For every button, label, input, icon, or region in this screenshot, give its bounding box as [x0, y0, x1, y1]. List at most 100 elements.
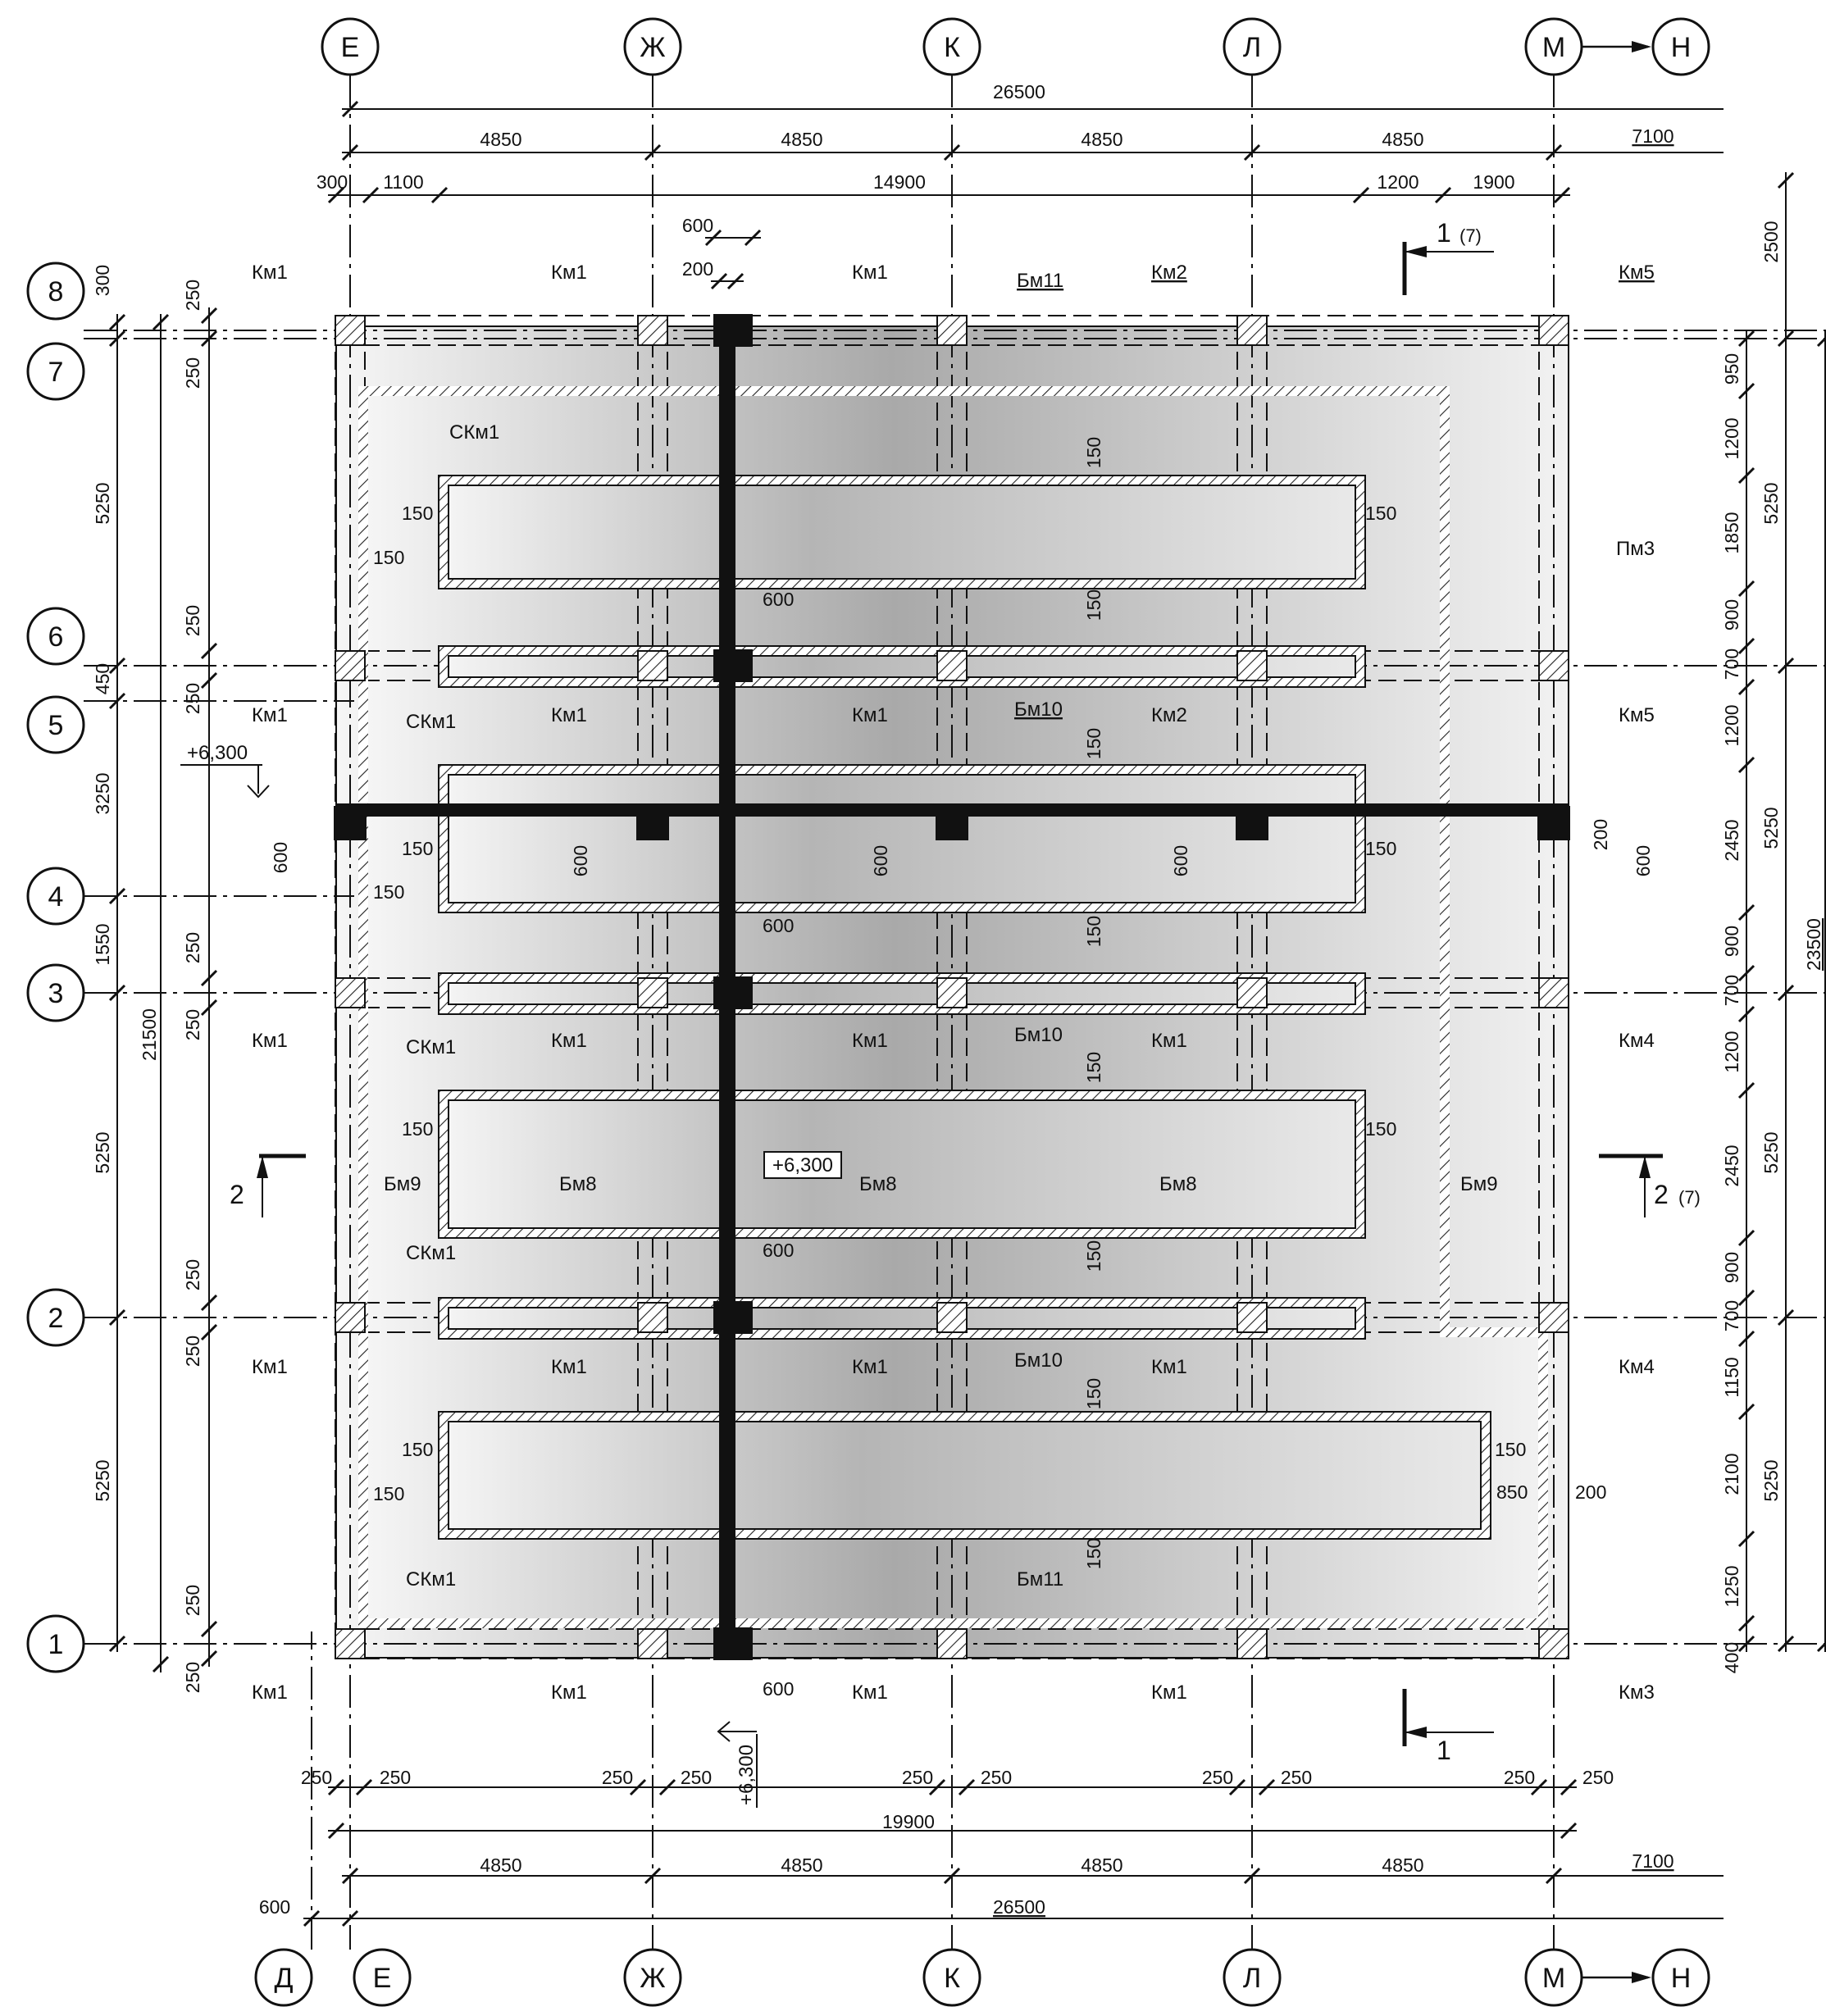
mark-skm1: СКм1: [406, 1568, 456, 1591]
dim-beam-600: 600: [763, 915, 794, 936]
dim-left-outer: 1550: [92, 923, 113, 965]
dim-right-mid: 5250: [1760, 482, 1782, 524]
svg-text:М: М: [1542, 1963, 1565, 1994]
dim-right-inner: 2450: [1721, 1145, 1742, 1186]
dim-left-pair: 250: [182, 1259, 203, 1290]
dim-top-span: 4850: [1081, 129, 1122, 150]
mark-km3: Км3: [1619, 1682, 1655, 1704]
column-km: [936, 315, 968, 346]
mark-km1: Км1: [252, 1356, 288, 1378]
dimension-tick: [200, 999, 218, 1017]
dimension-tick: [1737, 1229, 1755, 1247]
svg-text:8: 8: [48, 276, 64, 307]
column-km: [1538, 1302, 1569, 1333]
steel-column: [334, 806, 367, 840]
dimension-tick: [1816, 1641, 1826, 1653]
svg-text:М: М: [1542, 32, 1565, 63]
section-2-right: 2: [1654, 1180, 1669, 1209]
dimension-tick: [943, 143, 961, 162]
opening: [448, 655, 1356, 678]
dimension-tick: [108, 330, 126, 348]
dimension-tick: [1816, 335, 1826, 348]
opening: [448, 1421, 1482, 1530]
dimension-tick: [1737, 964, 1755, 982]
dim-150: 150: [373, 547, 404, 568]
elevation-center-box: [763, 1151, 842, 1179]
dim-left-pair: 250: [182, 683, 203, 714]
thickness-labels: 150 150 150 150 150 150 150 150 150 150 …: [373, 437, 1526, 1569]
dimension-tick: [341, 1909, 359, 1927]
dim-left-pair: 250: [182, 932, 203, 963]
steel-column: [713, 649, 753, 682]
dim-bottom-pair: 250: [1504, 1767, 1535, 1788]
dim-bottom-pair: 250: [301, 1767, 332, 1788]
dim-bottom-tail: 7100: [1632, 1850, 1673, 1872]
dimension-tick: [108, 692, 126, 710]
dim-beam-600: 600: [763, 1240, 794, 1261]
dimension-tick: [744, 229, 762, 247]
dim-left-outer: 5250: [92, 482, 113, 524]
dim-bottom-total: 26500: [993, 1896, 1045, 1918]
mark-bm10: Бм10: [1014, 699, 1063, 721]
column-km: [936, 1628, 968, 1659]
dim-bottom-pair: 250: [681, 1767, 712, 1788]
mark-pm3: Пм3: [1616, 538, 1655, 560]
column-km: [1236, 650, 1268, 681]
column-km: [637, 1302, 668, 1333]
dimension-tick: [1737, 466, 1755, 485]
axis-bubble-8: 8: [26, 262, 85, 321]
dimension-tick: [200, 642, 218, 660]
dim-top-sub: 1900: [1473, 171, 1514, 193]
dim-top-small: 200: [682, 258, 713, 280]
mark-skm1: СКм1: [406, 1036, 456, 1058]
column-km: [936, 1302, 968, 1333]
dimension-tick: [1243, 1867, 1261, 1885]
dimension-tick: [1560, 1822, 1578, 1840]
dimension-tick: [644, 143, 662, 162]
dimension-tick: [1545, 1867, 1563, 1885]
dimension-tick: [200, 307, 218, 325]
dim-bottom-span: 4850: [480, 1854, 521, 1876]
column-km: [936, 650, 968, 681]
opening: [448, 982, 1356, 1005]
dimension-tick: [200, 330, 218, 348]
mark-bm8: Бм8: [1159, 1173, 1197, 1195]
element-marks: Км1 Км1 Км1 Бм11 Км2 Км5 СКм1 Пм3 Км1 СК…: [252, 262, 1655, 1704]
dimension-tick: [362, 186, 380, 204]
dimension-tick: [726, 272, 745, 290]
axis-bubble-top-zh: Ж: [623, 17, 682, 76]
axis-bubble-bottom-n: Н: [1651, 1948, 1710, 2007]
dim-bottom-span: 4850: [1081, 1854, 1122, 1876]
dimension-tick: [303, 1909, 321, 1927]
column-km: [637, 315, 668, 346]
dimension-tick: [1777, 984, 1795, 1002]
dim-150: 150: [402, 1439, 433, 1460]
svg-text:К: К: [944, 1963, 960, 1994]
axis-bubble-6: 6: [26, 607, 85, 666]
svg-text:4: 4: [48, 881, 64, 912]
svg-text:5: 5: [48, 710, 64, 741]
columns: [335, 315, 1569, 1659]
section-1-bottom: 1: [1437, 1736, 1451, 1765]
dim-top-span: 4850: [1382, 129, 1423, 150]
dim-left-total: 21500: [139, 1008, 160, 1061]
dim-right-inner: 700: [1721, 648, 1742, 680]
dimension-tick: [1737, 756, 1755, 774]
column-km: [1538, 1628, 1569, 1659]
dimension-tick: [200, 969, 218, 987]
dimension-tick: [200, 1650, 218, 1668]
dim-right-inner: 1150: [1721, 1357, 1742, 1397]
svg-text:2: 2: [48, 1303, 64, 1334]
section-2-left: 2: [230, 1180, 244, 1209]
dim-150: 150: [402, 1118, 433, 1140]
dimension-tick: [108, 984, 126, 1002]
dim-150: 150: [1083, 437, 1104, 468]
mark-km1: Км1: [1151, 1356, 1187, 1378]
dimension-tick: [1737, 1403, 1755, 1421]
dim-left-pair: 250: [182, 1585, 203, 1616]
elevation-center: +6,300: [772, 1154, 833, 1176]
dim-left-outer: 300: [92, 265, 113, 296]
column-km: [1538, 315, 1569, 346]
column-600-dims: 600 600 600 600 600 600 600 850 200: [570, 589, 1606, 1700]
svg-text:Н: Н: [1671, 32, 1692, 63]
